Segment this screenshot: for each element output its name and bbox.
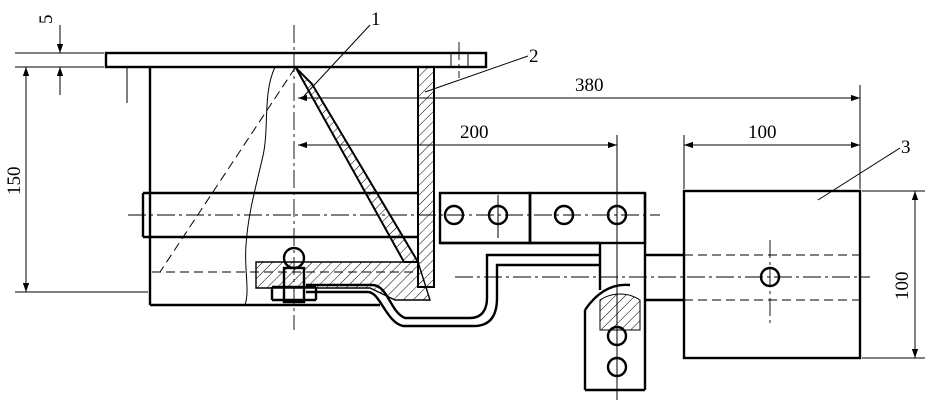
flange-bolt-hole [450, 42, 469, 78]
dim-length-total: 380 [298, 75, 861, 189]
callout-3-label: 3 [901, 137, 911, 158]
bent-strip [306, 241, 600, 328]
dim-length-total-label: 380 [575, 75, 604, 96]
dim-block-height-label: 100 [892, 272, 913, 301]
callout-2: 2 [424, 46, 539, 93]
callout-1: 1 [303, 9, 381, 97]
connecting-shaft [455, 253, 870, 302]
dim-top-gap: 5 [15, 15, 104, 95]
callout-2-label: 2 [529, 46, 539, 67]
callout-3: 3 [817, 137, 911, 201]
vertical-bracket [583, 150, 647, 400]
dim-height-label: 150 [4, 167, 25, 196]
dim-block-width: 100 [683, 122, 860, 189]
inner-wall-part2 [417, 66, 435, 288]
dim-length-inner-label: 200 [460, 122, 489, 143]
dim-block-width-label: 100 [748, 122, 777, 143]
callout-1-label: 1 [371, 9, 381, 30]
dim-height: 150 [4, 67, 148, 293]
diagonal-blade-part1 [295, 67, 420, 263]
dim-top-gap-label: 5 [36, 15, 57, 25]
left-rod [128, 191, 660, 239]
dim-block-height: 100 [862, 190, 925, 359]
connecting-plate [438, 191, 647, 245]
dim-length-inner: 200 [298, 122, 618, 190]
top-flange [104, 51, 488, 69]
block-part3 [682, 189, 862, 360]
